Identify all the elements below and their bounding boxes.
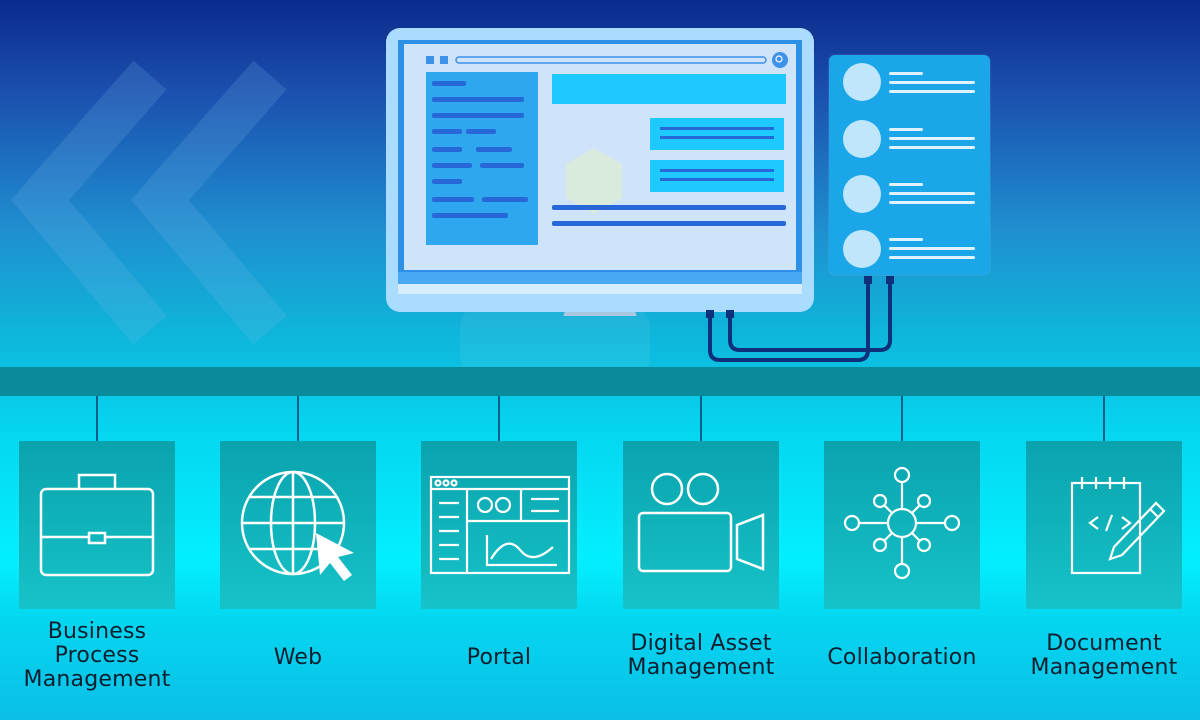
module-tile	[1026, 441, 1182, 609]
avatar	[843, 175, 881, 213]
avatar	[843, 230, 881, 268]
module-business-process-management: Business Process Management	[17, 396, 177, 706]
module-label: Digital Asset Management	[627, 631, 775, 680]
module-web: Web	[218, 396, 378, 706]
module-collaboration: Collaboration	[822, 396, 982, 706]
background-shape	[460, 305, 650, 380]
module-digital-asset-management: Digital Asset Management	[621, 396, 781, 706]
module-label: Web	[273, 645, 323, 670]
module-label: Portal	[466, 645, 532, 670]
side-panel-row	[841, 120, 981, 160]
connector-rail	[0, 367, 1200, 396]
briefcase-icon	[39, 473, 155, 577]
module-label: Document Management	[1030, 631, 1178, 680]
side-panel-row	[841, 175, 981, 215]
module-tile	[19, 441, 175, 609]
module-document-management: Document Management	[1024, 396, 1184, 706]
connector-cables	[706, 276, 894, 362]
avatar	[843, 120, 881, 158]
notepad-pencil-icon	[1070, 477, 1166, 575]
background-chevrons	[10, 60, 287, 345]
video-camera-icon	[637, 472, 765, 573]
portal-window-icon	[429, 475, 571, 575]
monitor	[384, 26, 816, 316]
module-tile	[220, 441, 376, 609]
module-tile	[824, 441, 980, 609]
network-hub-icon	[843, 466, 961, 580]
avatar	[843, 63, 881, 101]
side-panel	[829, 55, 990, 275]
side-panel-row	[841, 63, 981, 103]
module-portal: Portal	[419, 396, 579, 706]
globe-cursor-icon	[240, 470, 354, 581]
module-label: Business Process Management	[23, 619, 171, 692]
module-tile	[623, 441, 779, 609]
module-label: Collaboration	[827, 645, 977, 670]
side-panel-row	[841, 230, 981, 270]
module-tile	[421, 441, 577, 609]
